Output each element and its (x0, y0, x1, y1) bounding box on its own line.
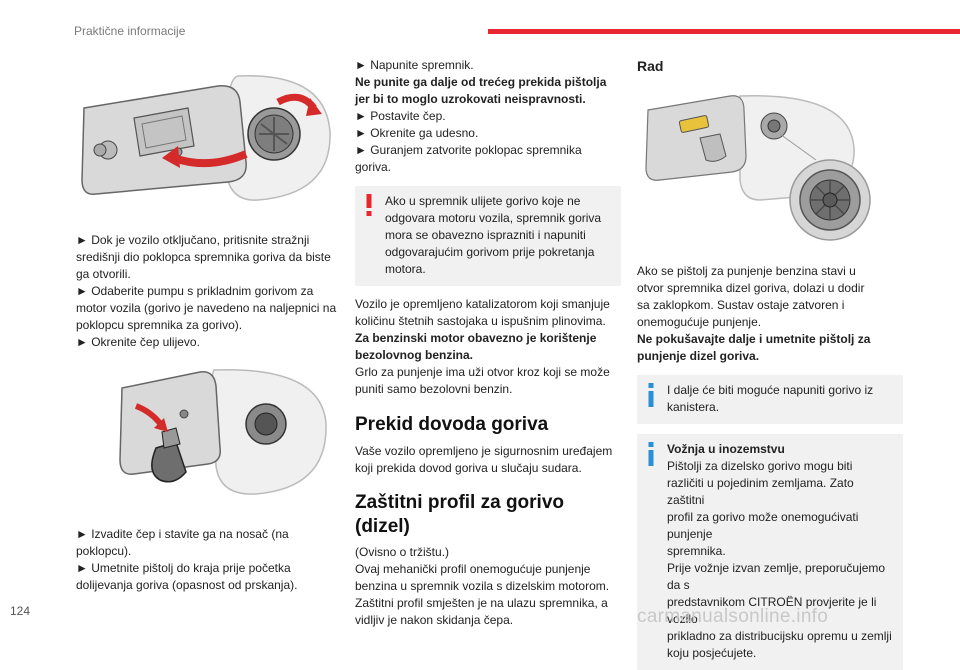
info-icon (648, 383, 654, 407)
warning-exclamation-icon (366, 194, 372, 216)
col1-step2-line: ► Izvadite čep i stavite ga na nosač (na (76, 527, 289, 541)
catalyst-bold-line: bezolovnog benzina. (355, 348, 474, 362)
page-number: 124 (10, 604, 31, 618)
rad-line: onemogućuje punjenje. (637, 315, 762, 329)
col1-step1-line: ga otvorili. (76, 267, 131, 281)
info2-line: prikladno za distribucijsku opremu u zem… (667, 629, 892, 643)
col1-step1-line: poklopcu spremnika za gorivo). (76, 318, 243, 332)
fuel-cap-removal-illustration (119, 369, 327, 495)
profile-line: Zaštitni profil smješten je na ulazu spr… (355, 596, 608, 610)
warning-line: motora. (385, 262, 426, 276)
info1-line: I dalje će biti moguće napuniti gorivo i… (667, 383, 874, 397)
heading-diesel-profile: Zaštitni profil za gorivo (355, 492, 565, 513)
info-icon (648, 442, 654, 466)
heading-fuel-cutoff: Prekid dovoda goriva (355, 414, 549, 435)
heading-rad: Rad (637, 58, 664, 74)
rad-line: sa zaklopkom. Sustav ostaje zatvoren i (637, 298, 845, 312)
cutoff-line: koji prekida dovod goriva u slučaju suda… (355, 461, 582, 475)
info2-line: spremnika. (667, 544, 726, 558)
col1-step2-line: poklopcu). (76, 544, 132, 558)
info2-title: Vožnja u inozemstvu (667, 442, 785, 456)
col1-step2-line: dolijevanja goriva (opasnost od prskanja… (76, 578, 298, 592)
rad-line: Ako se pištolj za punjenje benzina stavi… (637, 264, 856, 278)
catalyst-line: Vozilo je opremljeno katalizatorom koji … (355, 297, 610, 311)
info2-line: profil za gorivo može onemogućivati punj… (667, 510, 859, 541)
info-box-abroad: Vožnja u inozemstvu Pištolji za dizelsko… (637, 434, 903, 670)
col2-close-line: ► Postavite čep. (355, 109, 446, 123)
warning-box: Ako u spremnik ulijete gorivo koje ne od… (355, 186, 621, 286)
col2-close-line: ► Okrenite ga udesno. (355, 126, 479, 140)
warning-line: odgovara motoru vozila, spremnik goriva (385, 211, 602, 225)
col1-step1-line: ► Okrenite čep ulijevo. (76, 335, 200, 349)
col2-close-line: goriva. (355, 160, 392, 174)
col2-close-line: ► Guranjem zatvorite poklopac spremnika (355, 143, 582, 157)
info1-line: kanistera. (667, 400, 720, 414)
col1-step1-line: ► Odaberite pumpu s prikladnim gorivom z… (76, 284, 314, 298)
rad-line: otvor spremnika dizel goriva, dolazi u d… (637, 281, 865, 295)
info2-line: koju posjećujete. (667, 646, 757, 660)
col1-step2-line: ► Umetnite pištolj do kraja prije početk… (76, 561, 291, 575)
catalyst-line: puniti samo bezolovni benzin. (355, 382, 513, 396)
catalyst-line: Grlo za punjenje ima uži otvor kroz koji… (355, 365, 610, 379)
info2-line: Prije vožnje izvan zemlje, preporučujemo… (667, 561, 886, 592)
header-section-title: Praktične informacije (74, 24, 186, 38)
diesel-profile-illustration (645, 94, 871, 241)
watermark: carmanualsonline.info (637, 606, 829, 627)
catalyst-bold-line: Za benzinski motor obavezno je korištenj… (355, 331, 597, 345)
info-box-canister: I dalje će biti moguće napuniti gorivo i… (637, 375, 903, 424)
rad-bold-line: punjenje dizel goriva. (637, 349, 760, 363)
warning-line: odgovarajućim gorivom prije pokretanja (385, 245, 595, 259)
profile-line: (Ovisno o tržištu.) (355, 545, 450, 559)
col2-fill-line: ► Napunite spremnik. (355, 58, 474, 72)
catalyst-line: količinu štetnih sastojaka u ispušnim pl… (355, 314, 606, 328)
rad-bold-line: Ne pokušavajte dalje i umetnite pištolj … (637, 332, 871, 346)
info2-line: predstavnikom CITROËN provjerite je li v… (667, 595, 877, 626)
col1-step1-line: ► Dok je vozilo otključano, pritisnite s… (76, 233, 310, 247)
col1-step1-line: središnji dio poklopca spremnika goriva … (76, 250, 331, 264)
heading-diesel-profile: (dizel) (355, 516, 410, 537)
profile-line: benzina u spremnik vozila s dizelskim mo… (355, 579, 610, 593)
header-accent-bar (488, 29, 960, 34)
profile-line: vidljiv je nakon skidanja čepa. (355, 613, 514, 627)
warning-line: mora se obavezno isprazniti i napuniti (385, 228, 586, 242)
cutoff-line: Vaše vozilo opremljeno je sigurnosnim ur… (355, 444, 613, 458)
info2-line: Pištolji za dizelsko gorivo mogu biti (667, 459, 853, 473)
warning-line: Ako u spremnik ulijete gorivo koje ne (385, 194, 581, 208)
fuel-flap-open-illustration (81, 75, 331, 201)
col2-fill-bold-line: jer bi to moglo uzrokovati neispravnosti… (355, 92, 586, 106)
info2-line: različiti u pojedinim zemljama. Zato zaš… (667, 476, 854, 507)
col1-step1-line: motor vozila (gorivo je navedeno na nalj… (76, 301, 337, 315)
col2-fill-bold-line: Ne punite ga dalje od trećeg prekida piš… (355, 75, 607, 89)
profile-line: Ovaj mehanički profil onemogućuje punjen… (355, 562, 591, 576)
